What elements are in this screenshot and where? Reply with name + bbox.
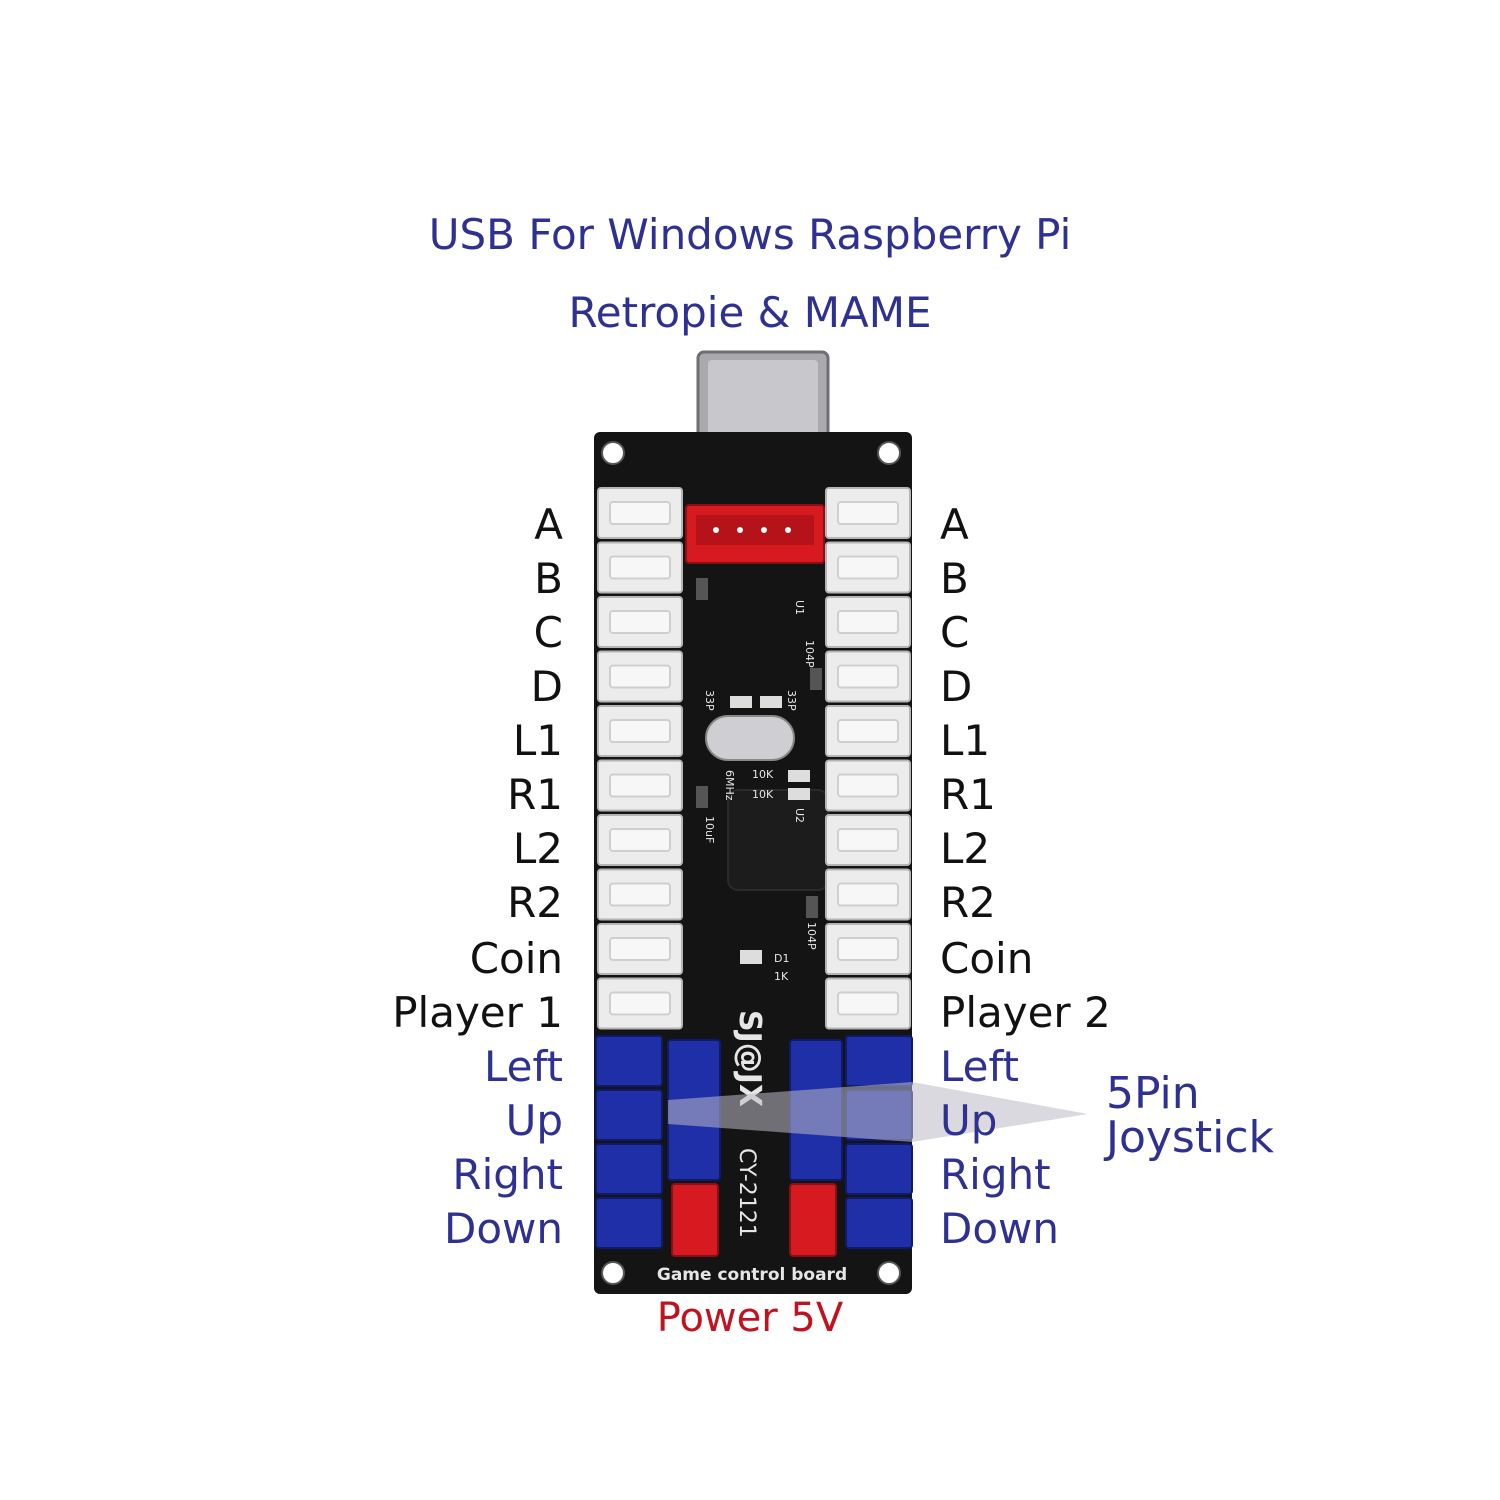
mount-hole	[877, 1261, 901, 1285]
right-label-r1: R1	[940, 770, 996, 819]
callout-joystick: Joystick	[1106, 1112, 1275, 1163]
right-label-d: D	[940, 662, 973, 711]
silk-6mhz: 6MHz	[723, 770, 736, 801]
joystick-connector-left	[595, 1035, 663, 1087]
right-label-right: Right	[940, 1150, 1051, 1199]
connector-socket	[837, 719, 899, 743]
smd-component	[696, 786, 708, 808]
left-label-a: A	[534, 500, 563, 549]
right-label-l2: L2	[940, 824, 991, 873]
silk-104p-a: 104P	[803, 640, 816, 668]
connector-socket	[837, 882, 899, 907]
connector-socket	[609, 937, 671, 961]
mount-hole	[601, 1261, 625, 1285]
right-label-b: B	[940, 554, 969, 603]
connector-socket	[837, 664, 899, 689]
joystick-connector-right	[845, 1143, 913, 1195]
connector-socket	[609, 501, 671, 525]
connector-socket	[837, 991, 899, 1016]
power-connector-right	[789, 1183, 837, 1257]
left-label-r2: R2	[507, 878, 563, 927]
left-label-right: Right	[452, 1150, 563, 1199]
silk-1k: 1K	[774, 970, 789, 983]
silk-d1: D1	[774, 952, 789, 965]
connector-socket	[837, 773, 899, 798]
board-brand: SJ@JX	[732, 1010, 767, 1107]
left-label-d: D	[530, 662, 563, 711]
title-line-2: Retropie & MAME	[568, 288, 932, 337]
controller-chip	[727, 789, 829, 891]
joystick-connector-right	[845, 1035, 913, 1087]
smd-component	[788, 770, 810, 782]
silk-33p-a: 33P	[703, 690, 716, 711]
power-connector-left	[671, 1183, 719, 1257]
joystick-connector-left	[595, 1089, 663, 1141]
right-label-left: Left	[940, 1042, 1020, 1091]
silk-10uf: 10uF	[703, 816, 716, 843]
connector-socket	[837, 555, 899, 580]
mount-hole	[877, 441, 901, 465]
left-label-down: Down	[443, 1204, 563, 1253]
connector-socket	[609, 828, 671, 852]
right-label-coin: Coin	[940, 934, 1034, 983]
silk-33p-b: 33P	[785, 690, 798, 711]
joystick-connector-left	[595, 1197, 663, 1249]
right-label-l1: L1	[940, 716, 991, 765]
callout-arrow	[668, 1082, 1088, 1142]
connector-socket	[837, 610, 899, 634]
right-label-player2: Player 2	[940, 988, 1111, 1037]
smd-component	[696, 578, 708, 600]
left-label-up: Up	[505, 1096, 563, 1145]
left-label-l2: L2	[512, 824, 563, 873]
connector-socket	[609, 882, 671, 907]
left-label-r1: R1	[507, 770, 563, 819]
led-d1	[740, 950, 762, 964]
silk-104p-b: 104P	[805, 922, 818, 950]
left-label-coin: Coin	[469, 934, 563, 983]
callout-5pin: 5Pin	[1106, 1068, 1200, 1119]
connector-socket	[609, 555, 671, 580]
connector-socket	[837, 937, 899, 961]
red-top-header	[685, 504, 825, 564]
connector-socket	[837, 501, 899, 525]
smd-component	[760, 696, 782, 708]
connector-socket	[609, 664, 671, 689]
right-label-down: Down	[940, 1204, 1060, 1253]
right-label-up: Up	[940, 1096, 998, 1145]
left-label-left: Left	[483, 1042, 563, 1091]
crystal-oscillator	[705, 715, 795, 761]
joystick-connector-left	[595, 1143, 663, 1195]
power-label: Power 5V	[656, 1295, 844, 1341]
right-label-r2: R2	[940, 878, 996, 927]
left-label-c: C	[533, 608, 563, 657]
board-caption: Game control board	[657, 1265, 847, 1285]
silk-10k-a: 10K	[752, 768, 774, 781]
board-model: CY-2121	[734, 1148, 759, 1238]
connector-socket	[609, 610, 671, 634]
right-label-c: C	[940, 608, 970, 657]
connector-socket	[609, 773, 671, 798]
smd-component	[810, 668, 822, 690]
connector-socket	[609, 991, 671, 1016]
left-label-player1: Player 1	[392, 988, 563, 1037]
button-connectors	[597, 487, 911, 1030]
left-label-b: B	[534, 554, 563, 603]
joystick-connector-right	[845, 1197, 913, 1249]
left-label-l1: L1	[512, 716, 563, 765]
title-line-1: USB For Windows Raspberry Pi	[428, 210, 1072, 259]
smd-component	[806, 896, 818, 918]
silk-u1: U1	[793, 600, 806, 615]
silk-10k-b: 10K	[752, 788, 774, 801]
connector-socket	[837, 828, 899, 852]
silk-u2: U2	[793, 808, 806, 823]
connector-socket	[609, 719, 671, 743]
right-label-a: A	[940, 500, 969, 549]
smd-component	[730, 696, 752, 708]
smd-component	[788, 788, 810, 800]
mount-hole	[601, 441, 625, 465]
